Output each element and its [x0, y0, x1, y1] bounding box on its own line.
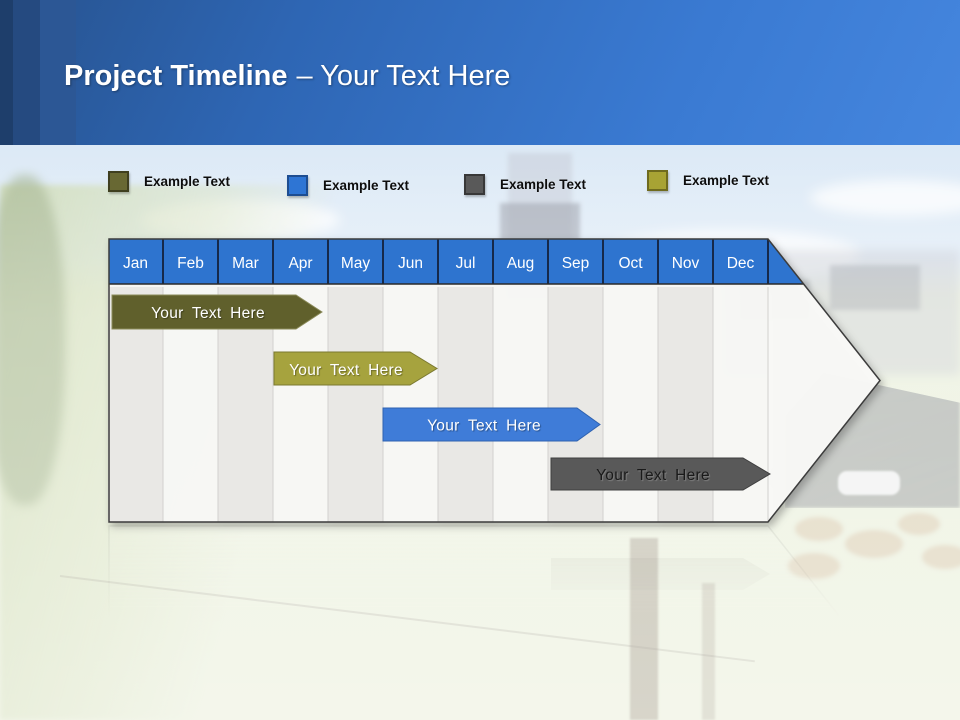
task-bar-2: [273, 351, 438, 386]
month-label: Sep: [562, 255, 590, 272]
page-title: Project Timeline– Your Text Here: [64, 60, 510, 93]
timeline-reflection: [108, 525, 856, 635]
month-labels: Jan Feb Mar Apr May Jun Jul Aug Sep Oct …: [123, 255, 755, 272]
legend-label: Example Text: [683, 172, 770, 188]
month-label: Nov: [672, 255, 700, 272]
timeline-outline: [108, 238, 881, 523]
month-header: [109, 239, 804, 284]
legend-swatch: [647, 169, 668, 191]
page-title-bold: Project Timeline: [64, 60, 288, 92]
task-bars: Your Text Here Your Text Here Your Text …: [111, 294, 771, 491]
column-gridlines: [162, 287, 769, 522]
legend-label: Example Text: [144, 173, 231, 189]
month-label: May: [341, 255, 371, 272]
legend-swatch: [108, 170, 129, 192]
month-label: Aug: [507, 255, 535, 272]
legend-swatch: [287, 174, 308, 196]
month-header-dividers: [162, 239, 769, 284]
month-label: Apr: [288, 255, 312, 272]
legend-label: Example Text: [500, 176, 587, 192]
page-title-rest: – Your Text Here: [296, 60, 511, 92]
legend-label: Example Text: [323, 177, 410, 193]
task-bar-3: [382, 407, 601, 442]
legend-item: Example Text: [287, 173, 409, 197]
task-bar-2-label: Your Text Here: [289, 362, 403, 379]
legend-item: Example Text: [108, 169, 230, 193]
task-bar-1: [111, 294, 323, 330]
gantt-timeline: Jan Feb Mar Apr May Jun Jul Aug Sep Oct …: [108, 238, 881, 523]
header-accent-stripe: [40, 0, 76, 145]
month-label: Jan: [123, 255, 148, 272]
month-label: Feb: [177, 255, 204, 272]
task-bar-4: [550, 457, 771, 491]
task-bar-1-label: Your Text Here: [151, 305, 265, 322]
month-label: Oct: [618, 255, 643, 272]
month-label: Mar: [232, 255, 259, 272]
month-label: Jun: [398, 255, 423, 272]
month-label: Dec: [727, 255, 755, 272]
month-label: Jul: [456, 255, 476, 272]
timeline-arrowhead: [768, 239, 880, 522]
header-band: Project Timeline– Your Text Here: [0, 0, 960, 145]
header-accent-stripe: [0, 0, 13, 145]
legend-swatch: [464, 173, 485, 195]
legend-item: Example Text: [464, 172, 586, 196]
legend-item: Example Text: [647, 168, 769, 192]
task-bar-3-label: Your Text Here: [427, 418, 541, 435]
task-bar-4-label: Your Text Here: [596, 467, 710, 484]
header-accent-stripe: [13, 0, 40, 145]
